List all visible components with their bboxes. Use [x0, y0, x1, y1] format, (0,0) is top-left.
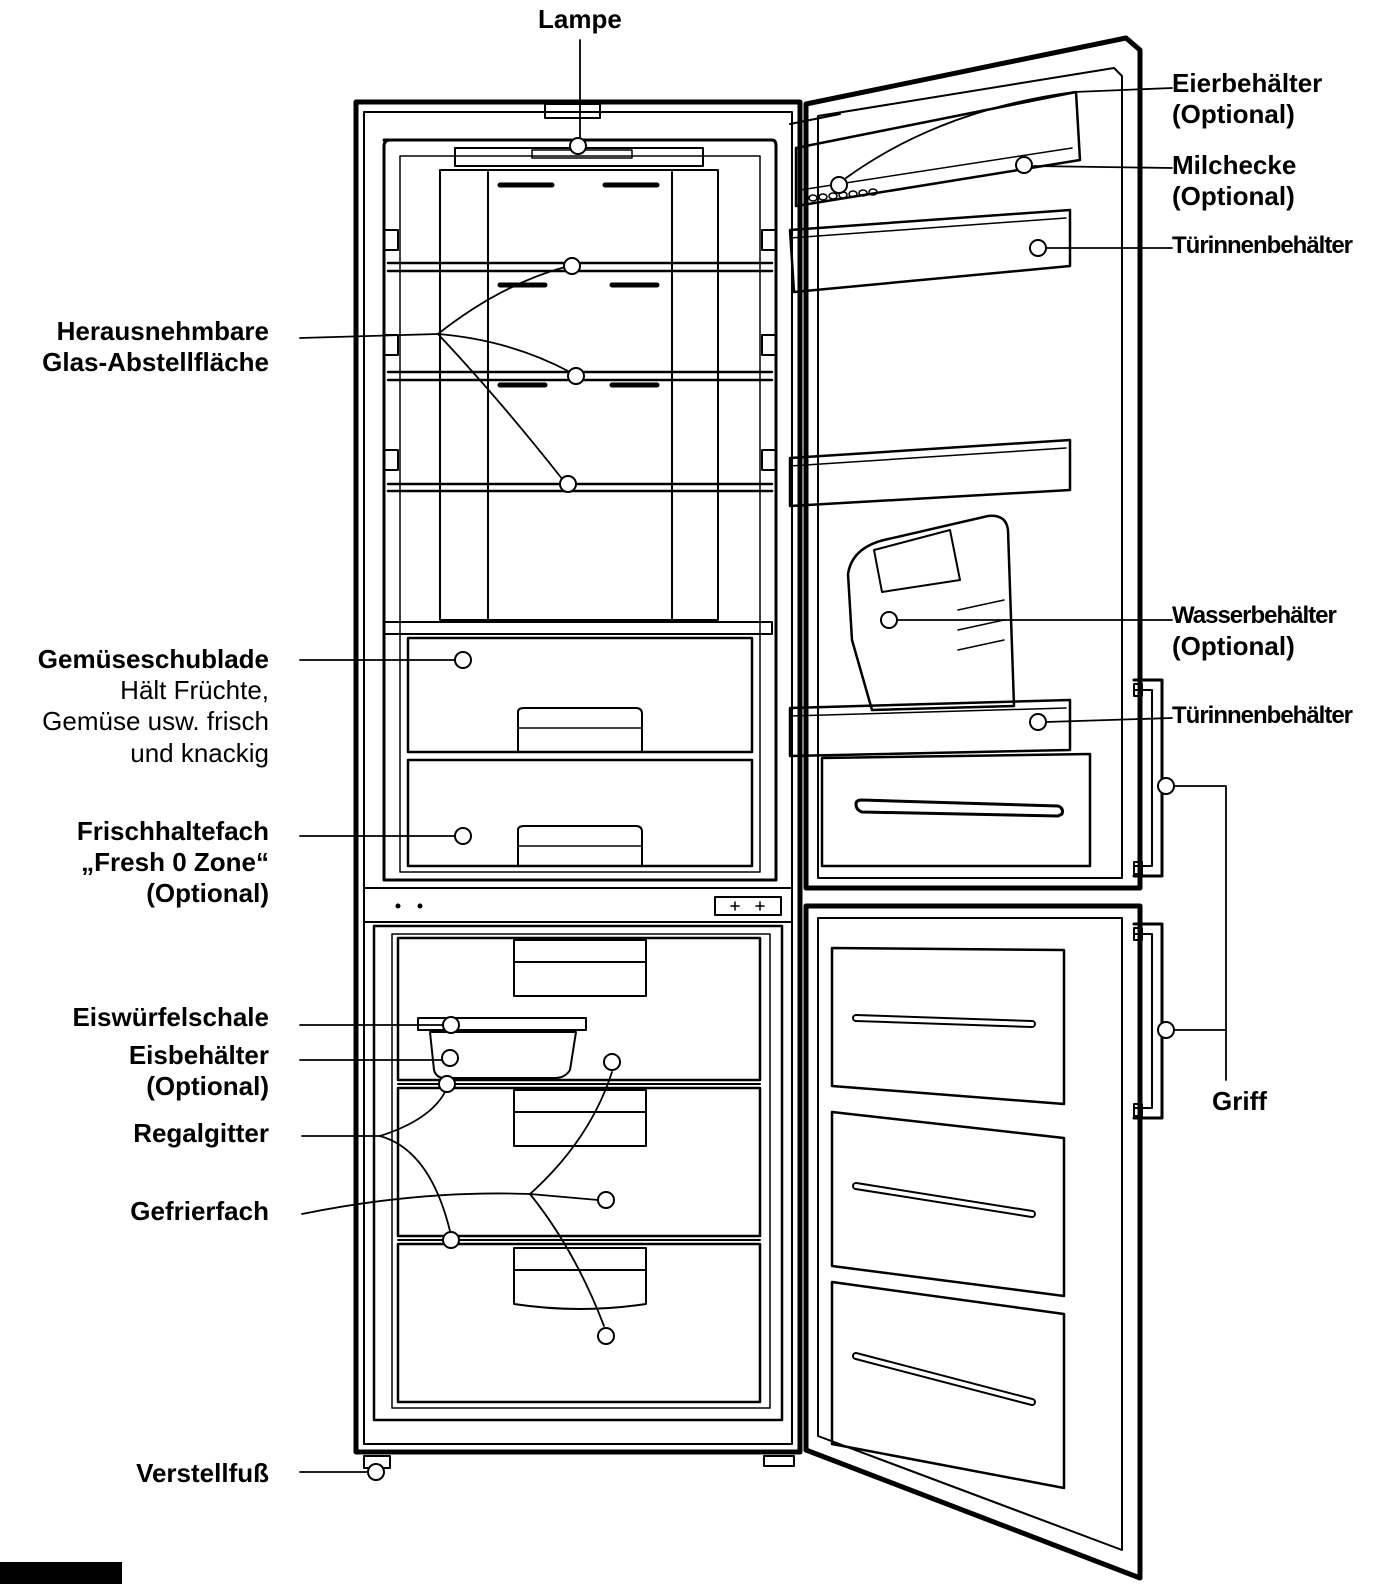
label-eisbehaelter-line2: (Optional): [146, 1071, 269, 1102]
label-wasser-line2: (Optional): [1172, 630, 1295, 661]
label-tuerinnenbehaelter-top: Türinnenbehälter: [1172, 232, 1353, 259]
label-glas-line2: Glas-Abstellfläche: [42, 347, 269, 378]
label-milch-line2: (Optional): [1172, 181, 1295, 212]
lower-door: [803, 903, 1164, 1581]
cabinet-body: [353, 99, 803, 1469]
label-frischhaltefach: Frischhaltefach „Fresh 0 Zone“ (Optional…: [77, 816, 269, 910]
callout-lines: [299, 39, 1227, 1473]
label-eisbehaelter: Eisbehälter (Optional): [129, 1040, 269, 1102]
label-gemuese-desc3: und knackig: [130, 737, 269, 768]
label-frisch-line3: (Optional): [146, 878, 269, 909]
label-tuerinnenbehaelter-lower: Türinnenbehälter: [1172, 702, 1353, 729]
label-griff: Griff: [1212, 1086, 1267, 1116]
label-milch-line1: Milchecke: [1172, 150, 1297, 180]
label-glas-line1: Herausnehmbare: [56, 316, 269, 346]
label-gefrierfach: Gefrierfach: [130, 1196, 269, 1226]
label-lampe: Lampe: [538, 4, 622, 34]
label-milchecke: Milchecke (Optional): [1172, 150, 1296, 212]
label-eierbehaelter: Eierbehälter (Optional): [1172, 68, 1322, 130]
label-eisbehaelter-line1: Eisbehälter: [128, 1040, 269, 1070]
label-gemueseschublade: Gemüseschublade Hält Früchte, Gemüse usw…: [38, 644, 269, 769]
label-verstellfuss: Verstellfuß: [136, 1458, 269, 1488]
label-wasserbehaelter: Wasserbehälter (Optional): [1172, 602, 1337, 662]
page-corner-mark: [0, 1562, 122, 1584]
label-gemuese-desc1: Hält Früchte,: [120, 675, 269, 706]
upper-door: [788, 35, 1164, 891]
label-frisch-line1: Frischhaltefach: [76, 816, 269, 846]
label-eier-line1: Eierbehälter: [1172, 68, 1323, 98]
label-wasser-line1: Wasserbehälter: [1172, 602, 1337, 629]
label-gemuese-title: Gemüseschublade: [37, 644, 269, 674]
label-eier-line2: (Optional): [1172, 99, 1295, 130]
callout-dots: [367, 137, 1175, 1481]
label-frisch-line2: „Fresh 0 Zone“: [81, 847, 269, 878]
label-eiswuerfelschale: Eiswürfelschale: [72, 1002, 269, 1032]
label-regalgitter: Regalgitter: [133, 1118, 269, 1148]
label-gemuese-desc2: Gemüse usw. frisch: [42, 706, 269, 737]
label-glas-abstellflaeche: Herausnehmbare Glas-Abstellfläche: [42, 316, 269, 378]
